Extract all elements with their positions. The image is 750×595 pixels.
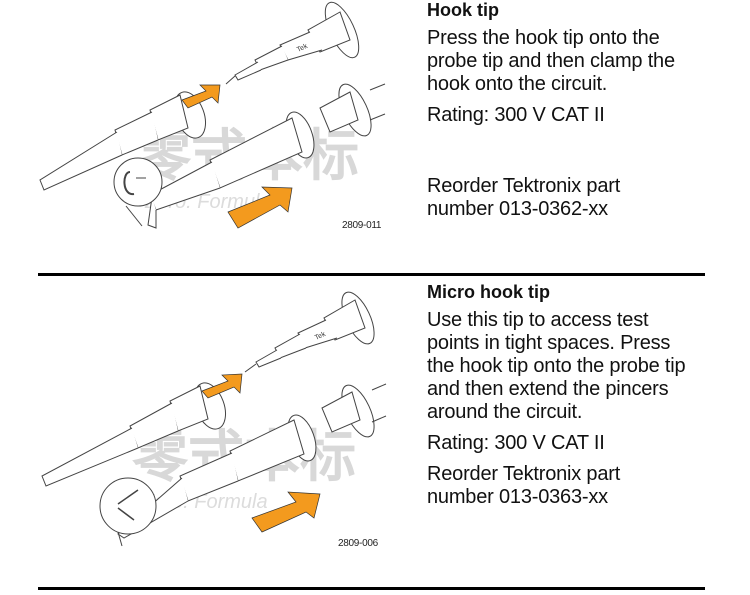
description-line: the hook tip onto the probe tip — [427, 355, 686, 377]
insert-arrow-upper — [181, 84, 221, 109]
description-line: Press the hook tip onto the — [427, 27, 660, 49]
part-number-line: number 013-0363-xx — [427, 486, 608, 508]
hook-tip-illustration: 零式本标 Zero. Formula Tek — [39, 1, 386, 229]
probe-head: Tek — [244, 291, 375, 373]
reorder-line: Reorder Tektronix part — [427, 463, 621, 485]
micro-hook-detail-magnifier — [99, 477, 157, 547]
svg-text:Tek: Tek — [314, 331, 327, 342]
section-divider — [38, 587, 705, 590]
figure-number: 2809-006 — [338, 538, 378, 549]
micro-hook-sleeve — [41, 382, 227, 487]
description-line: and then extend the pincers — [427, 378, 669, 400]
section-title: Micro hook tip — [427, 282, 550, 302]
hook-tip-figure: 零式本标 Zero. Formula Tek — [30, 0, 390, 250]
micro-hook-tip-illustration: 零式本标 Zero. Formula Tek — [41, 291, 387, 547]
section-divider — [38, 273, 705, 276]
insert-arrow-lower — [251, 491, 321, 533]
hook-detail-magnifier — [113, 157, 163, 227]
figure-number: 2809-011 — [342, 220, 382, 231]
micro-hook-tip-text: Micro hook tip Use this tip to access te… — [427, 281, 727, 509]
part-number-line: number 013-0362-xx — [427, 198, 608, 220]
description-line: hook onto the circuit. — [427, 73, 608, 95]
reorder-line: Reorder Tektronix part — [427, 175, 621, 197]
description-line: points in tight spaces. Press — [427, 332, 671, 354]
micro-hook-tip-figure: 零式本标 Zero. Formula Tek — [30, 276, 390, 576]
rating-text: Rating: 300 V CAT II — [427, 104, 605, 126]
hook-tip-section: 零式本标 Zero. Formula Tek — [0, 0, 750, 278]
section-title: Hook tip — [427, 0, 499, 20]
assembled-probe — [147, 83, 386, 229]
svg-text:Tek: Tek — [296, 43, 309, 54]
insert-arrow-upper — [201, 373, 243, 399]
hook-tip-text: Hook tip Press the hook tip onto the pro… — [427, 0, 727, 221]
hook-sleeve — [39, 91, 207, 191]
description-line: Use this tip to access test — [427, 309, 649, 331]
description-line: probe tip and then clamp the — [427, 50, 675, 72]
description-line: around the circuit. — [427, 401, 583, 423]
micro-hook-tip-section: 零式本标 Zero. Formula Tek — [0, 276, 750, 595]
insert-arrow-lower — [227, 186, 293, 229]
probe-head: Tek — [225, 1, 360, 85]
rating-text: Rating: 300 V CAT II — [427, 432, 605, 454]
